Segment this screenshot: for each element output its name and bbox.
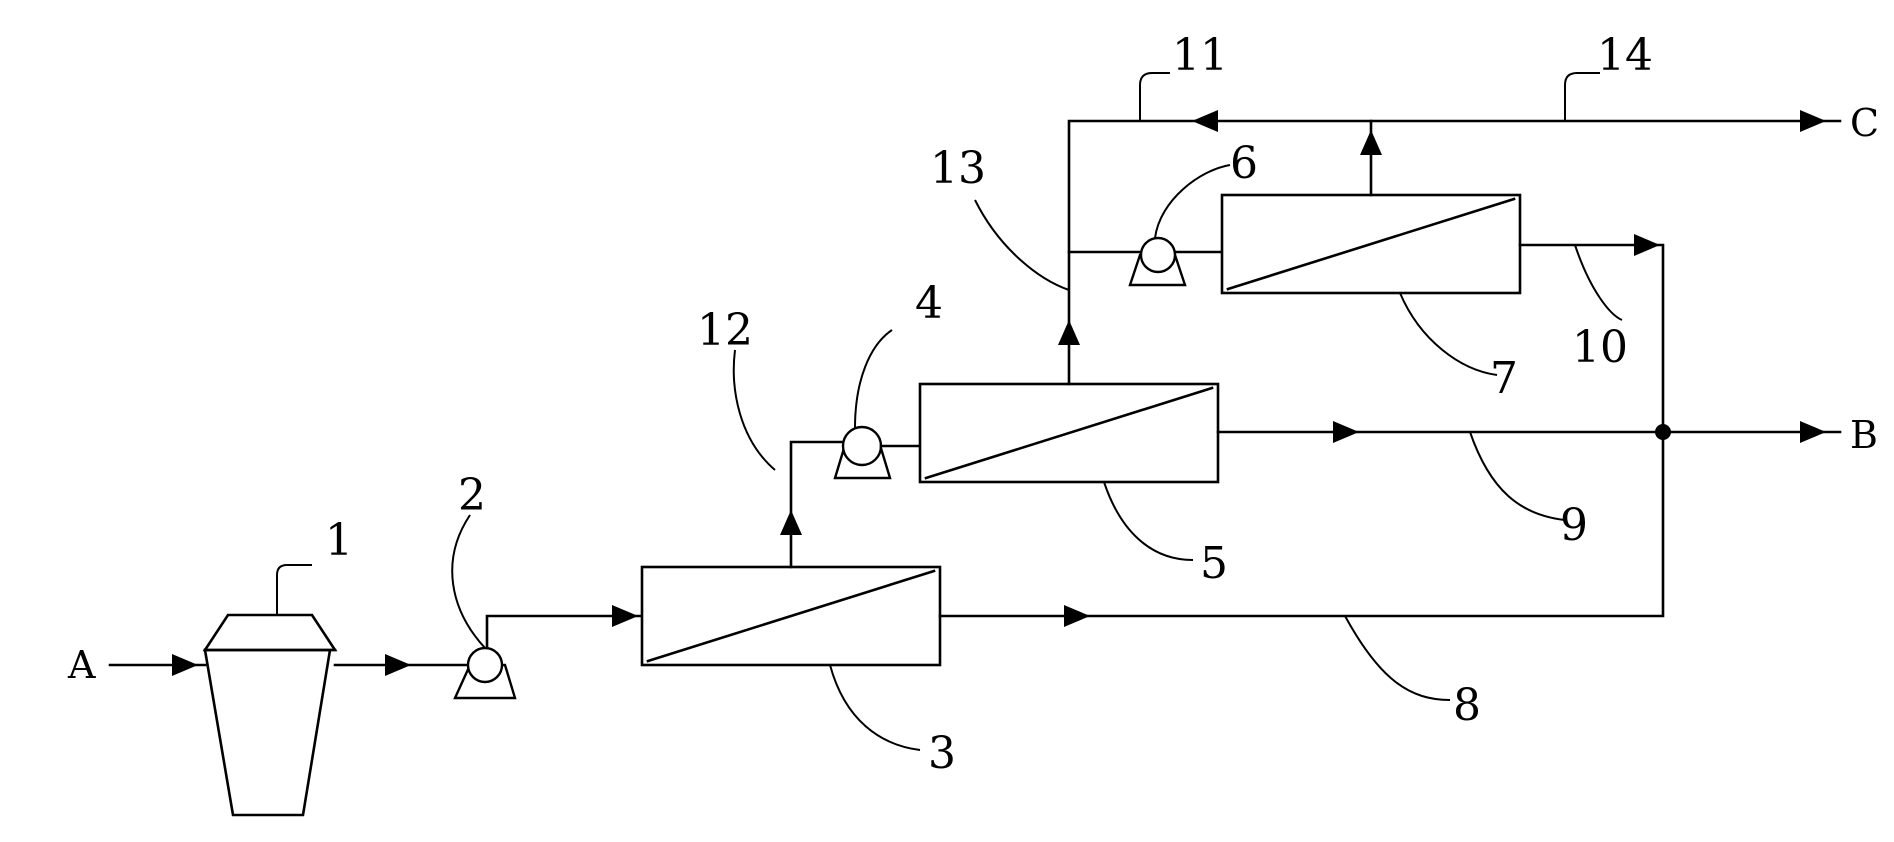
stream-label-c: C: [1850, 101, 1879, 145]
stream-label-a: A: [67, 643, 96, 687]
label-1: 1: [325, 515, 353, 566]
label-8: 8: [1453, 680, 1481, 731]
line-pump-2-to-module-3: [485, 605, 644, 650]
feed-line: [108, 654, 207, 676]
arrow-line-11: [1192, 110, 1218, 132]
leader-lines: [276, 72, 1623, 751]
line-module-7-to-top: [1360, 119, 1382, 197]
label-5: 5: [1200, 538, 1228, 589]
label-9: 9: [1560, 500, 1588, 551]
label-7: 7: [1490, 353, 1518, 404]
pump-6: [1128, 236, 1187, 287]
line-9: [1216, 421, 1842, 443]
pump-2: [453, 646, 517, 700]
label-14: 14: [1597, 30, 1653, 81]
label-4: 4: [915, 278, 943, 329]
label-6: 6: [1230, 138, 1258, 189]
label-11: 11: [1172, 30, 1228, 81]
line-tank-to-pump-2: [333, 654, 472, 676]
arrow-to-c: [1800, 110, 1826, 132]
label-12: 12: [697, 305, 753, 356]
line-10: [1518, 234, 1665, 434]
pump-4: [833, 425, 892, 480]
line-8: [938, 430, 1665, 627]
label-13: 13: [930, 143, 986, 194]
membrane-module-3: [640, 565, 942, 667]
label-10: 10: [1572, 322, 1628, 373]
membrane-module-7: [1220, 193, 1522, 295]
stream-label-b: B: [1850, 413, 1878, 457]
feed-tank: [202, 613, 338, 817]
line-13: [1058, 119, 1842, 386]
label-3: 3: [928, 728, 956, 779]
membrane-module-5: [918, 382, 1220, 484]
line-12: [780, 440, 847, 569]
label-2: 2: [458, 470, 486, 521]
